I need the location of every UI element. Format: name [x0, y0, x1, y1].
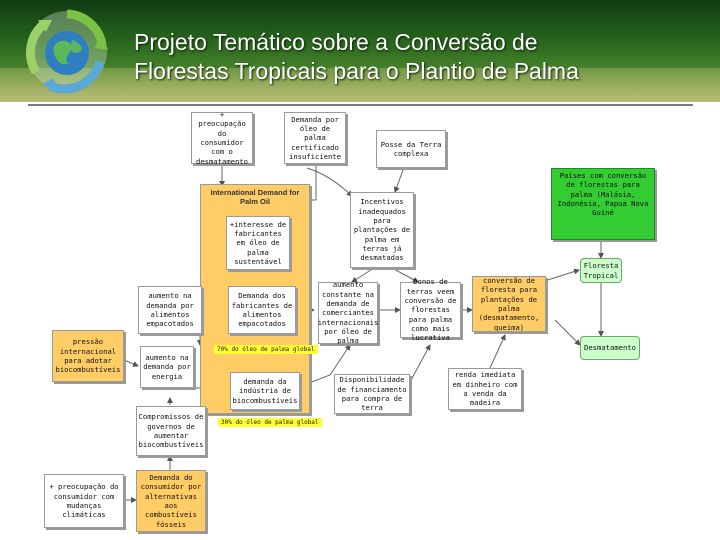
node-financing-availability: Disponibilidade de financiamento para co… [334, 374, 410, 414]
node-label: pressão internacional para adotar biocom… [55, 337, 121, 375]
node-packaged-food-demand-increase: aumento na demanda por alimentos empacot… [138, 286, 202, 334]
node-tropical-forest: Floresta Tropical [580, 258, 622, 283]
node-label: demanda da indústria de biocombustíveis [232, 376, 298, 405]
node-label: Floresta Tropical [583, 261, 619, 280]
recycle-globe-icon [26, 9, 108, 94]
node-label: Demanda por óleo de palma certificado in… [289, 114, 341, 162]
node-consumer-deforestation-concern: + preocupação do consumidor com o desmat… [191, 109, 253, 166]
node-label: Compromissos de governos de aumentar bio… [138, 412, 204, 450]
title-line-1: Projeto Temático sobre a Conversão de [134, 29, 538, 55]
node-label: +interesse de fabricantes em óleo de pal… [229, 219, 287, 267]
node-label: Disponibilidade de financiamento para co… [337, 375, 407, 413]
node-inadequate-incentives: Incentivos inadequados para plantações d… [350, 192, 414, 268]
node-label: renda imediata em dinheiro com a venda d… [452, 370, 518, 408]
tag-30-percent: 30% do óleo de palma global [218, 418, 322, 428]
node-label: Demanda do consumidor por alternativas a… [140, 472, 202, 529]
page-title: Projeto Temático sobre a Conversão de Fl… [134, 28, 720, 86]
node-label: aumento constante na demanda de comercia… [317, 280, 379, 346]
node-manufacturer-interest: +interesse de fabricantes em óleo de pal… [226, 216, 290, 270]
tag-70-percent: 70% do óleo de palma global [214, 345, 318, 355]
node-government-commitments: Compromissos de governos de aumentar bio… [136, 406, 206, 456]
node-food-manufacturer-demand: Demanda dos fabricantes de alimentos emp… [228, 286, 296, 334]
node-label: Demanda dos fabricantes de alimentos emp… [231, 291, 293, 329]
node-conversion-countries: Países com conversão de florestas para p… [551, 168, 655, 240]
node-timber-income: renda imediata em dinheiro com a venda d… [448, 368, 522, 410]
node-land-tenure: Posse da Terra complexa [376, 130, 446, 168]
node-label: + preocupação do consumidor com mudanças… [49, 482, 119, 520]
node-certified-demand-insufficient: Demanda por óleo de palma certificado in… [284, 112, 346, 164]
node-international-pressure: pressão internacional para adotar biocom… [52, 330, 124, 382]
node-label: Países com conversão de florestas para p… [557, 171, 649, 218]
node-label: conversão de floresta para plantações de… [478, 275, 540, 332]
node-label: + preocupação do consumidor com o desmat… [196, 109, 248, 166]
node-biofuel-industry-demand: demanda da indústria de biocombustíveis [230, 372, 300, 410]
node-label: aumento na demanda por alimentos empacot… [146, 291, 194, 329]
international-demand-title: International Demand for Palm Oil [210, 188, 300, 206]
title-divider [28, 104, 693, 106]
node-label: Desmatamento [584, 343, 636, 353]
node-label: Incentivos inadequados para plantações d… [353, 197, 411, 263]
node-label: Donos de terras veem conversão de flores… [404, 277, 457, 343]
node-trader-demand-increase: aumento constante na demanda de comercia… [317, 280, 379, 346]
title-line-2: Florestas Tropicais para o Plantio de Pa… [134, 58, 579, 84]
node-energy-demand-increase: aumento na demanda por energia [140, 346, 194, 388]
node-consumer-fuel-alternatives: Demanda do consumidor por alternativas a… [136, 470, 206, 532]
header-banner [0, 0, 720, 102]
node-landowners-profit: Donos de terras veem conversão de flores… [400, 277, 461, 342]
node-label: aumento na demanda por energia [143, 352, 191, 381]
header-field-band [0, 68, 720, 102]
node-forest-conversion: conversão de floresta para plantações de… [472, 276, 546, 332]
node-label: Posse da Terra complexa [380, 139, 442, 158]
node-deforestation: Desmatamento [580, 336, 640, 360]
node-consumer-climate-concern: + preocupação do consumidor com mudanças… [44, 474, 124, 528]
